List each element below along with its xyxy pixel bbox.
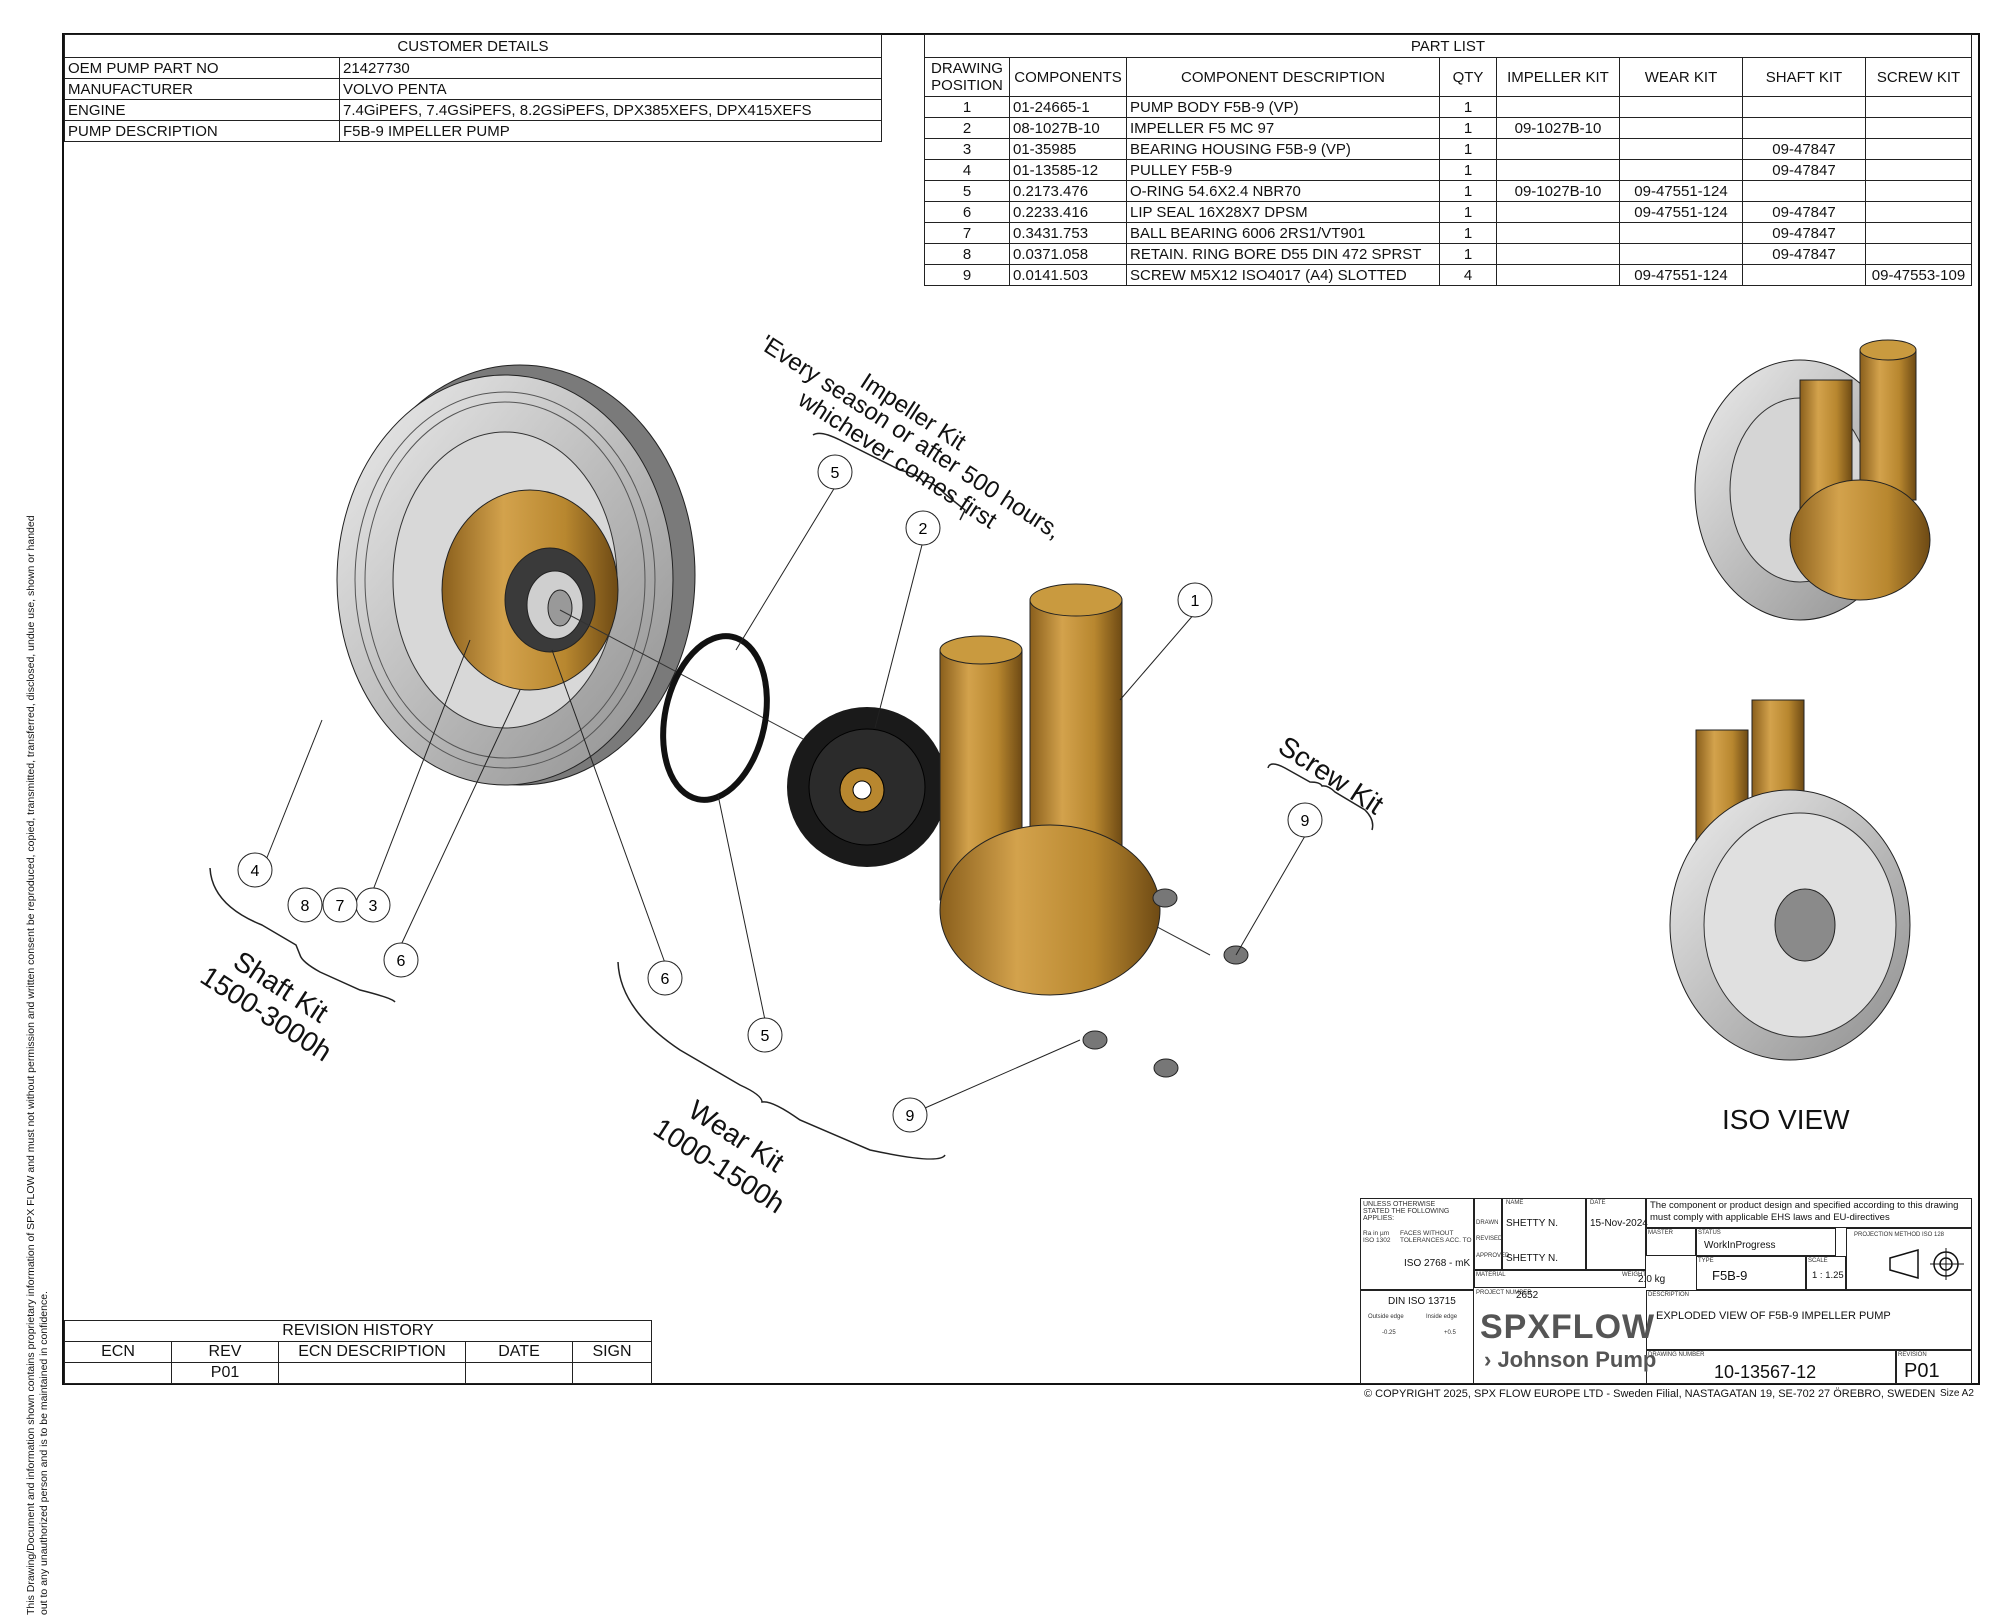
balloon-circle [905,510,941,546]
revision-history-table: REVISION HISTORY ECN REV ECN DESCRIPTION… [64,1320,652,1384]
table-cell: LIP SEAL 16X28X7 DPSM [1126,201,1440,223]
balloon-number: 2 [919,521,928,538]
table-cell: 09-47553-109 [1865,264,1972,286]
balloon-number: 4 [251,863,260,880]
table-cell: BEARING HOUSING F5B-9 (VP) [1126,138,1440,160]
table-cell: SCREW M5X12 ISO4017 (A4) SLOTTED [1126,264,1440,286]
leader-lines [261,486,1306,1109]
table-row: P01 [64,1362,652,1384]
iso-view-label: ISO VIEW [1722,1104,1850,1135]
balloon-circle [817,454,853,490]
balloon-number: 3 [369,898,378,915]
balloon-number: 9 [1301,813,1310,830]
table-cell: 09-47847 [1742,159,1866,181]
table-cell: 0.0371.058 [1009,243,1127,265]
balloon-circle [287,887,323,923]
title-block: UNLESS OTHERWISE STATED THE FOLLOWING AP… [1360,1198,1972,1384]
table-cell: PUMP BODY F5B-9 (VP) [1126,96,1440,118]
pulley-part [336,364,696,786]
iso-view-bottom [1669,699,1911,1061]
balloon-number: 6 [397,953,406,970]
table-cell: 0.2233.416 [1009,201,1127,223]
johnson-pump-logo: › Johnson Pump [1484,1347,1657,1372]
balloon-circle [892,1097,928,1133]
table-cell: 09-47551-124 [1619,264,1743,286]
table-cell: O-RING 54.6X2.4 NBR70 [1126,180,1440,202]
balloon-group: 1 2 3 4 5 5 6 6 7 8 9 9 [237,454,1323,1133]
pump-body-part [939,583,1161,996]
part-list-header: DRAWING POSITION COMPONENTS COMPONENT DE… [924,57,1972,97]
sheet-size: Size A2 [1940,1388,1974,1399]
table-cell: 09-47847 [1742,222,1866,244]
balloon-number: 5 [831,465,840,482]
projection-symbol [1889,1248,1964,1280]
spxflow-logo: SPXFLOW [1480,1308,1656,1346]
balloon-number: 7 [336,898,345,915]
balloon-circle [322,887,358,923]
kit-brackets [209,432,1374,1160]
exploded-view-drawing: 1 2 3 4 5 5 6 6 7 8 9 9 [209,339,1931,1160]
impeller-part [787,707,947,867]
iso-view-top [1694,339,1931,621]
revision-history-title: REVISION HISTORY [64,1320,652,1342]
part-list-title: PART LIST [924,34,1972,58]
revision-header: ECN REV ECN DESCRIPTION DATE SIGN [64,1341,652,1363]
table-cell: 01-13585-12 [1009,159,1127,181]
balloon-circle [383,942,419,978]
balloon-number: 5 [761,1028,770,1045]
balloon-circle [747,1017,783,1053]
balloon-circle [1177,582,1213,618]
o-ring-part [660,633,770,803]
part-list-table: PART LIST DRAWING POSITION COMPONENTS CO… [924,34,1972,286]
screw-part [1082,888,1249,1078]
balloon-number: 9 [906,1108,915,1125]
balloon-number: 6 [661,971,670,988]
balloon-circle [1287,802,1323,838]
balloon-number: 8 [301,898,310,915]
table-cell: 09-47847 [1742,138,1866,160]
table-cell: 09-47551-124 [1619,180,1743,202]
copyright-text: © COPYRIGHT 2025, SPX FLOW EUROPE LTD - … [1364,1388,1936,1400]
table-cell: 0.0141.503 [1009,264,1127,286]
balloon-circle [647,960,683,996]
balloon-circle [237,852,273,888]
balloon-number: 1 [1191,593,1200,610]
